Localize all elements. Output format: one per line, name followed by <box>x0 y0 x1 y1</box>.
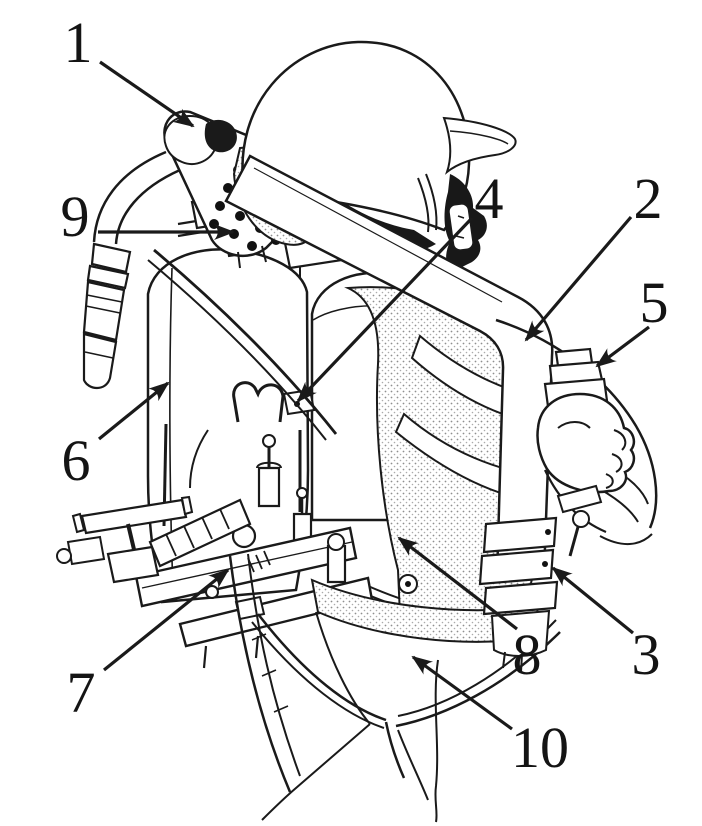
helmet-brim <box>442 116 517 175</box>
callout-number-10: 10 <box>511 715 569 780</box>
callout-arrow-6 <box>97 381 170 441</box>
callout-1: 1 <box>64 10 195 128</box>
callout-6: 6 <box>62 381 170 493</box>
callout-5: 5 <box>595 270 669 368</box>
callout-arrow-1 <box>99 60 195 128</box>
callout-10: 10 <box>411 655 569 780</box>
callout-layer: 1 9 6 7 4 2 5 8 3 10 <box>61 10 669 780</box>
hose-and-wand <box>82 150 181 390</box>
hose-coupling <box>482 580 559 616</box>
callout-number-3: 3 <box>632 622 661 687</box>
callout-arrow-5 <box>595 325 650 368</box>
callout-3: 3 <box>551 566 661 687</box>
callout-arrow-7 <box>102 568 230 672</box>
wrist-valve <box>556 484 603 514</box>
callout-number-2: 2 <box>634 166 663 231</box>
callout-4: 4 <box>296 166 504 403</box>
callout-8: 8 <box>397 536 542 687</box>
shoulder-hose-tube <box>224 154 559 673</box>
threaded-fitting <box>148 498 252 568</box>
hose-coupling <box>482 516 558 554</box>
callout-number-6: 6 <box>62 428 91 493</box>
nozzle-wand <box>90 242 132 274</box>
callout-number-4: 4 <box>475 166 504 231</box>
callout-number-9: 9 <box>61 184 90 249</box>
callout-number-5: 5 <box>640 270 669 335</box>
callout-number-8: 8 <box>513 622 542 687</box>
callout-number-1: 1 <box>64 10 93 75</box>
callout-number-7: 7 <box>67 660 96 725</box>
callout-2: 2 <box>524 166 663 342</box>
callout-arrow-2 <box>524 215 633 342</box>
callout-arrow-3 <box>551 566 635 635</box>
waist-strap <box>257 613 387 722</box>
callout-9: 9 <box>61 184 235 249</box>
callout-arrow-8 <box>397 536 518 631</box>
hose-coupling <box>478 548 555 586</box>
right-arm-and-grip <box>495 318 658 557</box>
callout-7: 7 <box>67 568 230 725</box>
callout-arrow-10 <box>411 655 513 731</box>
gripping-fist <box>536 392 636 494</box>
chin-strap <box>447 202 475 252</box>
t-handle-valve <box>80 498 188 535</box>
callout-arrow-4 <box>296 216 474 403</box>
